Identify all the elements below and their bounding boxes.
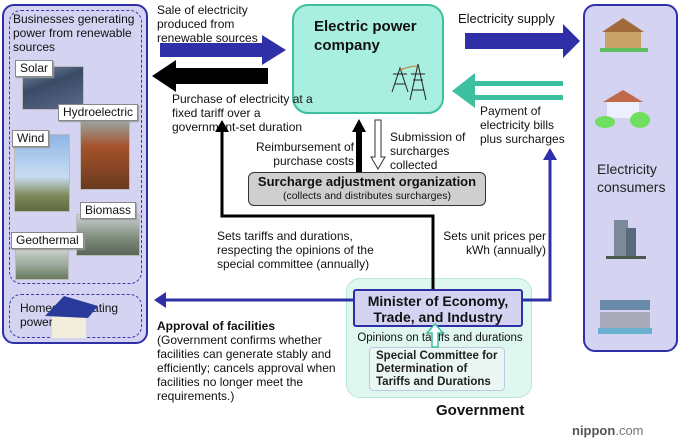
nippon-watermark: nippon.com [572,423,644,438]
geothermal-image [15,244,69,280]
sets-tariffs-text: Sets tariffs and durations, respecting t… [217,229,374,271]
geothermal-label: Geothermal [11,232,84,249]
consumers-title: Electricity consumers [597,161,666,195]
sets-unit-prices-text: Sets unit prices per kWh (annually) [443,229,546,257]
surcharge-org-subtitle: (collects and distributes surcharges) [282,190,452,202]
purchase-text: Purchase of electricity at a fixed tarif… [172,92,313,134]
submission-text: Submission of surcharges collected [390,130,466,172]
unit-price-arrowhead [543,148,557,160]
house-icon [600,18,648,52]
approval-arrowhead [154,292,166,308]
solar-label: Solar [15,60,54,77]
office-building-icon [606,220,646,259]
hydroelectric-label: Hydroelectric [58,104,139,121]
solar-home-icon [45,296,98,338]
tariff-arrowhead [215,120,229,132]
reimbursement-text: Reimbursement of purchase costs [255,140,354,168]
company-title: Electric power company [314,18,417,54]
submission-arrow [370,119,386,170]
pylon-icon [391,63,427,101]
supply-arrow [465,24,580,58]
opinions-text: Opinions on tariffs and durations [357,332,523,344]
brand-suffix: .com [615,423,644,438]
purchase-arrow [152,60,268,92]
surcharge-org-title: Surcharge adjustment organization [257,174,477,189]
approval-title: Approval of facilities [157,319,276,333]
reimbursement-arrow [352,119,366,172]
opinions-arrow [425,322,445,348]
brand-text: nippon [572,423,616,438]
businesses-title: Businesses generating power from renewab… [13,12,135,54]
factory-icon [598,300,652,334]
surcharge-organization-box: Surcharge adjustment organization (colle… [248,172,486,206]
supply-text: Electricity supply [458,11,555,26]
minister-box: Minister of Economy, Trade, and Industry [353,289,523,327]
green-house-icon [595,90,650,128]
approval-body: (Government confirms whether facilities … [157,333,336,403]
businesses-box [9,10,142,284]
payment-arrow-core [475,86,563,95]
biomass-label: Biomass [80,202,137,219]
consumers-panel [583,4,678,352]
wind-image [14,134,70,212]
sale-arrow [160,35,286,65]
wind-label: Wind [12,130,50,147]
electric-power-company-box [292,4,444,114]
government-label: Government [436,402,525,419]
tariff-line [220,126,435,289]
sale-text: Sale of electricity produced from renewa… [157,3,258,45]
payment-text: Payment of electricity bills plus surcha… [480,104,565,146]
unit-price-line [523,154,552,302]
